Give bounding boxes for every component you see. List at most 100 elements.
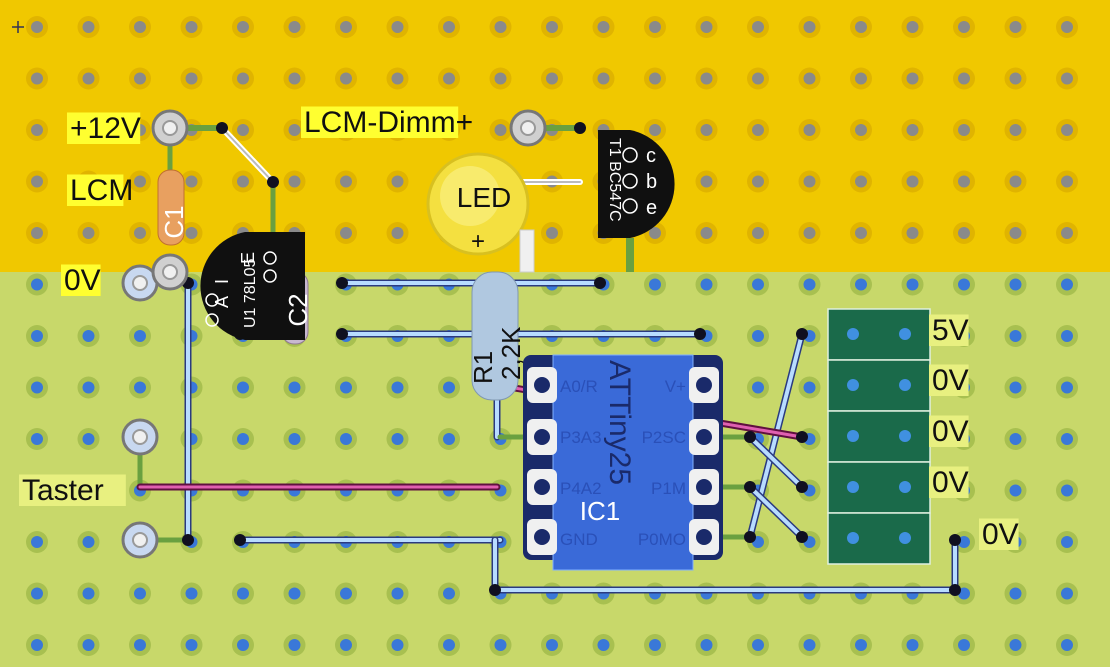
c1-label: C1 (159, 205, 189, 238)
ic-pin-right-label-text: V+ (665, 377, 686, 396)
resistor-r1 (471, 271, 519, 401)
hole (340, 227, 352, 239)
hole (649, 124, 661, 136)
hole (134, 227, 146, 239)
label-5v: 5V (929, 314, 969, 347)
header-pin (899, 379, 911, 391)
hole (906, 278, 919, 291)
hole (443, 639, 455, 651)
t1-pin-c: c (646, 145, 656, 167)
transistor-leg (626, 238, 634, 272)
solder-joint (216, 122, 228, 134)
origin-marker-icon (12, 21, 24, 33)
hole (649, 21, 661, 33)
pin-header-row (827, 512, 931, 565)
hole (82, 381, 95, 394)
ic-pin-left-label: P4A2 (560, 479, 602, 498)
label-0v-a-text: 0V (932, 364, 969, 397)
hole (340, 381, 352, 394)
solder-joint (796, 531, 808, 543)
hole (494, 124, 507, 136)
ic-pin-hole (696, 479, 712, 495)
hole (288, 175, 301, 188)
solder-joint (744, 431, 756, 443)
hole (906, 124, 919, 136)
hole (700, 72, 713, 85)
r1-value-label-text: 2,2K (496, 326, 526, 380)
label-12v-bg (67, 112, 141, 144)
hole (391, 433, 404, 445)
hole (906, 639, 919, 651)
led-highlight (440, 166, 500, 226)
ic-pin-right-label-text: P2SC (642, 428, 686, 447)
hole (546, 227, 558, 239)
header-pin (899, 532, 911, 544)
hole (82, 639, 95, 651)
ic-pin-right-label: P2SC (642, 428, 686, 447)
hole (288, 587, 301, 600)
label-taster-text: Taster (22, 474, 104, 507)
r1-label-text: R1 (468, 351, 498, 384)
label-0v-left: 0V (61, 264, 101, 297)
terminal-pin-center (132, 429, 148, 445)
hole (82, 72, 95, 85)
ic-pin-hole (696, 377, 712, 393)
ic-pin-right-label: P0MO (638, 530, 686, 549)
hole (958, 72, 970, 85)
hole (288, 381, 301, 394)
c2-label-text: C2 (283, 293, 313, 326)
hole (855, 175, 867, 188)
hole (958, 639, 970, 651)
transistor-pin-hole (622, 147, 638, 163)
label-lcm-text: LCM (70, 174, 133, 207)
hole (340, 21, 352, 33)
hole (82, 433, 95, 445)
hole (700, 175, 713, 188)
hole (803, 124, 816, 136)
ic-pin-left-label-text: GND (560, 530, 598, 549)
u1-pin-e-text: E (238, 252, 258, 264)
solder-joint (949, 584, 961, 596)
hole (1009, 175, 1022, 188)
transistor-pin-hole (622, 173, 638, 189)
ic-pin-hole (534, 429, 550, 445)
terminal-pin-center (520, 120, 536, 136)
hole (958, 227, 970, 239)
t1-pin-b: b (646, 171, 657, 193)
hole (31, 381, 43, 394)
hole (237, 433, 249, 445)
hole (288, 639, 301, 651)
label-0v-c: 0V (929, 466, 969, 499)
u1-pin-i: I (212, 279, 232, 284)
t1-label: T1 BC547C (606, 138, 623, 222)
r1-value-label: 2,2K (496, 326, 526, 380)
label-0v-d-bg (979, 518, 1019, 550)
hole (752, 21, 764, 33)
header-pin (847, 379, 859, 391)
ic-pin-left-label: A0/R (560, 377, 598, 396)
hole (31, 587, 43, 600)
wire (748, 435, 804, 489)
label-0v-a-bg (929, 364, 969, 396)
hole (340, 175, 352, 188)
hole (803, 227, 816, 239)
hole (700, 227, 713, 239)
ic-pin-hole (534, 377, 550, 393)
hole (391, 72, 404, 85)
c1-label-text: C1 (159, 205, 189, 238)
hole (1009, 124, 1022, 136)
ic-pin-hole (696, 429, 712, 445)
hole (237, 124, 249, 136)
hole (597, 72, 610, 85)
hole (443, 21, 455, 33)
u1-pin-a-text: A (212, 296, 232, 308)
hole (443, 72, 455, 85)
hole (855, 21, 867, 33)
hole (546, 639, 558, 651)
solder-joint (796, 481, 808, 493)
pin-header-row (827, 359, 931, 412)
hole (649, 639, 661, 651)
label-0v-d: 0V (979, 518, 1019, 551)
label-5v-bg (929, 314, 969, 346)
hole (185, 639, 198, 651)
